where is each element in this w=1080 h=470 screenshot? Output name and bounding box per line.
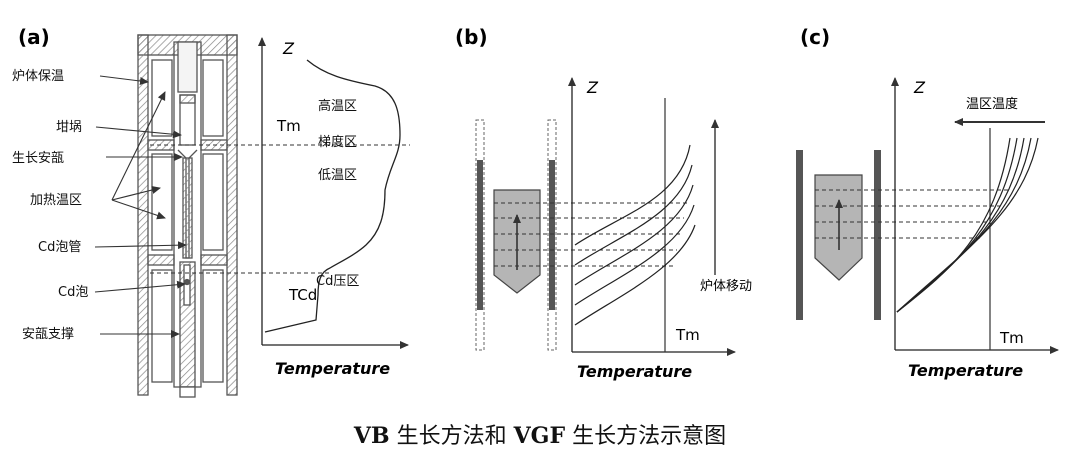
panel-a-tag: (a) xyxy=(18,25,50,49)
label-cd-bubble-tube: Cd泡管 xyxy=(38,240,81,255)
label-leaders xyxy=(94,75,187,338)
panel-c-left-wall xyxy=(796,150,803,320)
panel-c-x-label: Temperature xyxy=(908,361,1023,380)
panel-b-axes xyxy=(568,77,736,356)
panel-a-axes xyxy=(258,37,409,349)
caption-text-1: 生长方法和 xyxy=(389,424,514,449)
caption-vb: VB xyxy=(353,423,390,449)
panel-b-curves xyxy=(574,144,696,326)
panel-c-tm-mark: Tm xyxy=(999,329,1024,347)
zone-cd-pressure: Cd压区 xyxy=(316,274,359,289)
panel-a-x-label: Temperature xyxy=(275,359,390,378)
panel-c-curves xyxy=(896,137,1039,313)
caption-vgf: VGF xyxy=(513,423,566,449)
label-cd-bubble: Cd泡 xyxy=(58,285,88,300)
panel-a: (a) xyxy=(12,25,410,398)
panel-b-left-wall-outline xyxy=(475,119,485,351)
zone-gradient: 梯度区 xyxy=(318,134,357,150)
label-furnace-insulation: 炉体保温 xyxy=(12,69,64,84)
panel-b-tag: (b) xyxy=(455,25,488,49)
panel-a-tm-mark: Tm xyxy=(276,117,301,135)
panel-b-left-wall xyxy=(477,160,483,310)
panel-c-zone-temp-label: 温区温度 xyxy=(966,96,1018,112)
panel-a-tcd-mark: TCd xyxy=(288,286,317,304)
panel-b: (b) Z Temperature Tm xyxy=(455,25,752,381)
panel-c-axes xyxy=(891,77,1059,354)
furnace-schematic xyxy=(137,34,238,398)
panel-c: (c) Z Temperature Tm 温区温度 xyxy=(796,25,1059,380)
caption-text-2: 生长方法示意图 xyxy=(565,424,727,449)
label-ampoule-support: 安瓿支撑 xyxy=(22,327,74,342)
panel-b-right-wall-outline xyxy=(547,119,557,351)
panel-b-x-label: Temperature xyxy=(577,362,692,381)
panel-b-furnace-move-label: 炉体移动 xyxy=(700,279,752,294)
label-growth-ampoule: 生长安瓿 xyxy=(12,151,64,166)
panel-b-tm-mark: Tm xyxy=(675,326,700,344)
label-crucible: 坩埚 xyxy=(56,120,82,135)
panel-b-isotherm-lines xyxy=(494,202,688,267)
panel-b-right-wall xyxy=(549,160,555,310)
panel-c-right-wall xyxy=(874,150,881,320)
panel-c-isotherm-lines xyxy=(815,189,1010,239)
panel-c-tag: (c) xyxy=(800,25,830,49)
panel-b-z-label: Z xyxy=(586,78,599,97)
panel-c-z-label: Z xyxy=(913,78,926,97)
panel-a-temperature-profile xyxy=(264,59,401,333)
panel-a-z-label: Z xyxy=(282,39,295,58)
zone-low: 低温区 xyxy=(318,168,357,183)
figure-caption: VB 生长方法和 VGF 生长方法示意图 xyxy=(0,418,1080,450)
zone-high: 高温区 xyxy=(318,98,357,114)
label-heating-zones: 加热温区 xyxy=(30,193,82,208)
